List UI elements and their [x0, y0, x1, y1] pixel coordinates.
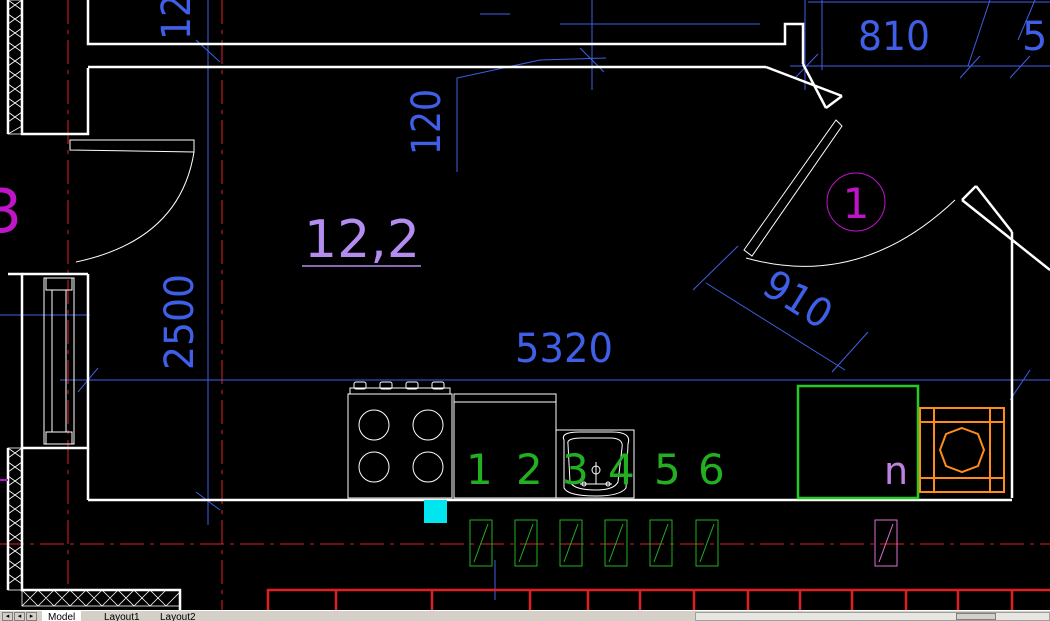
dimension-vertical-left: 2500	[157, 274, 203, 370]
sink	[555, 429, 635, 499]
tab-layout2[interactable]: Layout2	[160, 612, 196, 621]
dimension-door-opening: 910	[755, 261, 840, 338]
wall-hatching	[7, 0, 181, 607]
dimension-top-left-partial: 12	[154, 0, 200, 40]
cursor-square[interactable]	[424, 500, 447, 523]
equipment-number-3: 3	[562, 445, 589, 494]
equipment-number-4: 4	[608, 445, 635, 494]
room-number: 1	[843, 179, 870, 228]
gas-stove	[919, 407, 1005, 493]
fixture-label: n	[884, 449, 908, 493]
dimension-vertical-top: 120	[404, 89, 450, 155]
equipment-number-5: 5	[654, 445, 681, 494]
window	[43, 277, 75, 445]
door-right	[743, 119, 956, 267]
equipment-symbols	[469, 519, 719, 567]
axis-grid-bottom	[266, 588, 1050, 610]
room-area-label: 12,2	[304, 210, 420, 270]
room-marker-left: 3	[0, 177, 22, 247]
room-number-circle	[826, 172, 886, 232]
dimension-marker-right: 5	[1022, 14, 1047, 60]
dimension-horizontal-main: 5320	[515, 326, 613, 372]
stove-hob	[347, 381, 453, 499]
dimension-top-right: 810	[858, 14, 930, 60]
scrollbar-thumb[interactable]	[956, 613, 996, 620]
door-left	[69, 139, 195, 263]
fixture-box	[796, 384, 920, 500]
equipment-number-1: 1	[466, 445, 493, 494]
equipment-number-6: 6	[698, 445, 725, 494]
tab-layout1[interactable]: Layout1	[104, 612, 140, 621]
fixture-symbol	[874, 519, 898, 567]
layout-tab-bar: ◂ ◂ ▸ Model Layout1 Layout2	[0, 610, 1050, 621]
tab-model[interactable]: Model	[42, 611, 82, 621]
equipment-number-2: 2	[516, 445, 543, 494]
